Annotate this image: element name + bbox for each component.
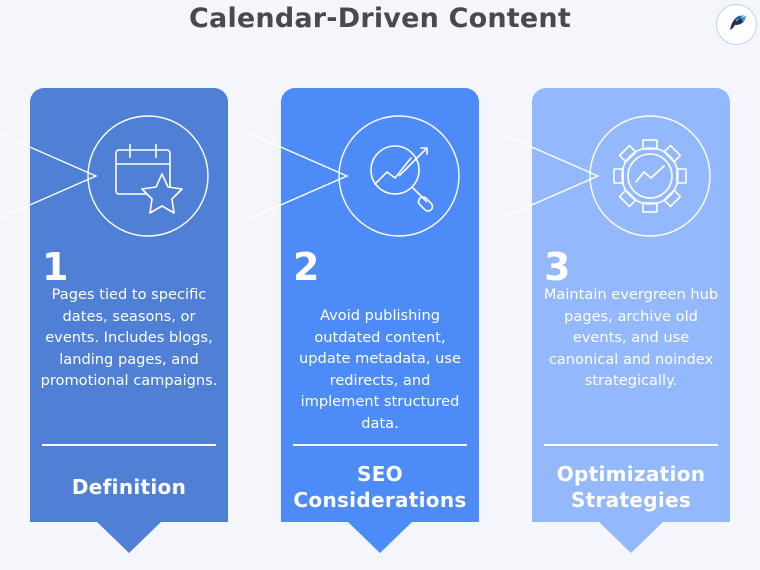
card-footer-label: Definition [71,475,187,499]
page-title: Calendar-Driven Content [189,3,571,34]
card-icon-zone: 1 [0,88,228,286]
card-definition[interactable]: 1 Pages tied to specific dates, seasons,… [0,88,228,522]
card-seo-considerations[interactable]: 2 Avoid publishing outdated content, upd… [250,88,479,522]
calendar-star-icon [87,115,209,237]
brand-logo-badge[interactable] [716,4,757,45]
chevron-accent-icon [0,133,98,219]
bird-logo-icon [724,10,750,40]
card-body-text: Maintain evergreen hub pages, archive ol… [543,286,719,389]
card-tail-arrow [599,522,663,553]
page-header: Calendar-Driven Content [0,0,760,60]
card-step-number: 3 [544,245,571,289]
card-icon-zone: 2 [250,88,479,286]
card-divider [42,444,216,446]
magnifier-trend-icon [338,115,460,237]
card-divider [293,444,467,446]
card-step-number: 2 [293,245,320,289]
card-tail-arrow [97,522,161,553]
card-step-number: 1 [42,245,69,289]
card-divider [544,444,718,446]
chevron-accent-icon [501,133,600,219]
card-body-text: Avoid publishing outdated content, updat… [299,307,461,432]
card-footer-label: SEO Considerations [293,462,467,512]
card-optimization-strategies[interactable]: 3 Maintain evergreen hub pages, a [501,88,730,522]
card-icon-zone: 3 [501,88,730,286]
gear-trend-icon [589,115,711,237]
card-tail-arrow [348,522,412,553]
card-footer-label: Optimization Strategies [556,462,706,512]
chevron-accent-icon [250,133,349,219]
card-body-text: Pages tied to specific dates, seasons, o… [40,286,218,389]
